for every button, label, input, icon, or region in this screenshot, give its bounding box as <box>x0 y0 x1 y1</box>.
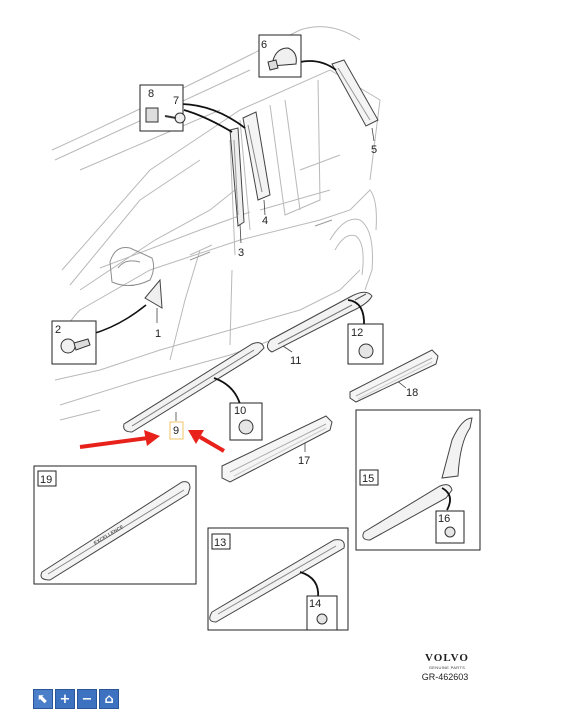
callout-12: 12 <box>351 327 363 339</box>
callout-2: 2 <box>55 324 61 336</box>
callout-7: 7 <box>173 95 179 107</box>
home-icon: ⌂ <box>104 691 114 707</box>
callout-8: 8 <box>148 88 154 100</box>
red-arrow-right <box>188 430 226 453</box>
callout-18: 18 <box>406 387 418 399</box>
part-17-scuff-plate <box>221 415 333 483</box>
callout-1: 1 <box>155 328 161 340</box>
part-18-scuff-plate <box>349 349 439 403</box>
callout-15: 15 <box>362 473 374 485</box>
callout-5: 5 <box>371 144 377 156</box>
part-1-mirror-trim <box>91 278 163 335</box>
callout-11: 11 <box>290 355 301 367</box>
callout-10: 10 <box>234 405 246 417</box>
red-arrow-left <box>79 430 160 449</box>
panel-13 <box>207 527 349 631</box>
callout-4: 4 <box>262 215 268 227</box>
panel-15 <box>355 409 481 551</box>
zoom-in-button[interactable]: + <box>55 689 75 709</box>
home-button[interactable]: ⌂ <box>99 689 119 709</box>
minus-icon: − <box>81 691 93 707</box>
callout-6: 6 <box>261 39 267 51</box>
brand-subtitle: GENUINE PARTS <box>428 665 466 670</box>
car-outline <box>51 26 381 421</box>
highlight-box <box>169 421 184 440</box>
callout-box-8-7 <box>139 84 186 132</box>
part-5-rear-pillar-trim <box>331 59 379 127</box>
part-9-sill-moulding <box>123 342 265 433</box>
callout-16: 16 <box>438 513 450 525</box>
select-tool-button[interactable]: ⬉ <box>33 689 53 709</box>
zoom-out-button[interactable]: − <box>77 689 97 709</box>
callout-14: 14 <box>309 598 321 610</box>
cursor-icon: ⬉ <box>37 691 49 707</box>
plus-icon: + <box>59 691 71 707</box>
callout-box-12 <box>347 323 384 365</box>
callout-3: 3 <box>238 247 244 259</box>
door-handles <box>189 219 333 261</box>
diagram-reference: GR-462603 <box>421 672 469 682</box>
callout-13: 13 <box>214 537 226 549</box>
callout-17: 17 <box>298 455 310 467</box>
leader-10 <box>213 377 241 405</box>
callout-19: 19 <box>40 474 52 486</box>
callout-box-2 <box>51 320 97 365</box>
leader-12 <box>347 299 365 327</box>
leader-lines <box>181 60 337 133</box>
callout-box-6 <box>258 34 302 78</box>
part-4-pillar-trim <box>242 111 271 201</box>
thin-leaders <box>156 127 407 452</box>
viewer-toolbar: ⬉ + − ⌂ <box>33 689 119 709</box>
side-mirror <box>109 247 155 286</box>
brand-logo: VOLVO GENUINE PARTS <box>415 652 479 670</box>
callout-9: 9 <box>173 425 179 437</box>
callout-box-10 <box>229 402 263 441</box>
brand-name: VOLVO <box>425 652 469 664</box>
part-11-sill-moulding <box>266 291 373 353</box>
panel-19: EXCELLENCE <box>33 465 197 585</box>
part-3-pillar-trim <box>229 127 245 227</box>
